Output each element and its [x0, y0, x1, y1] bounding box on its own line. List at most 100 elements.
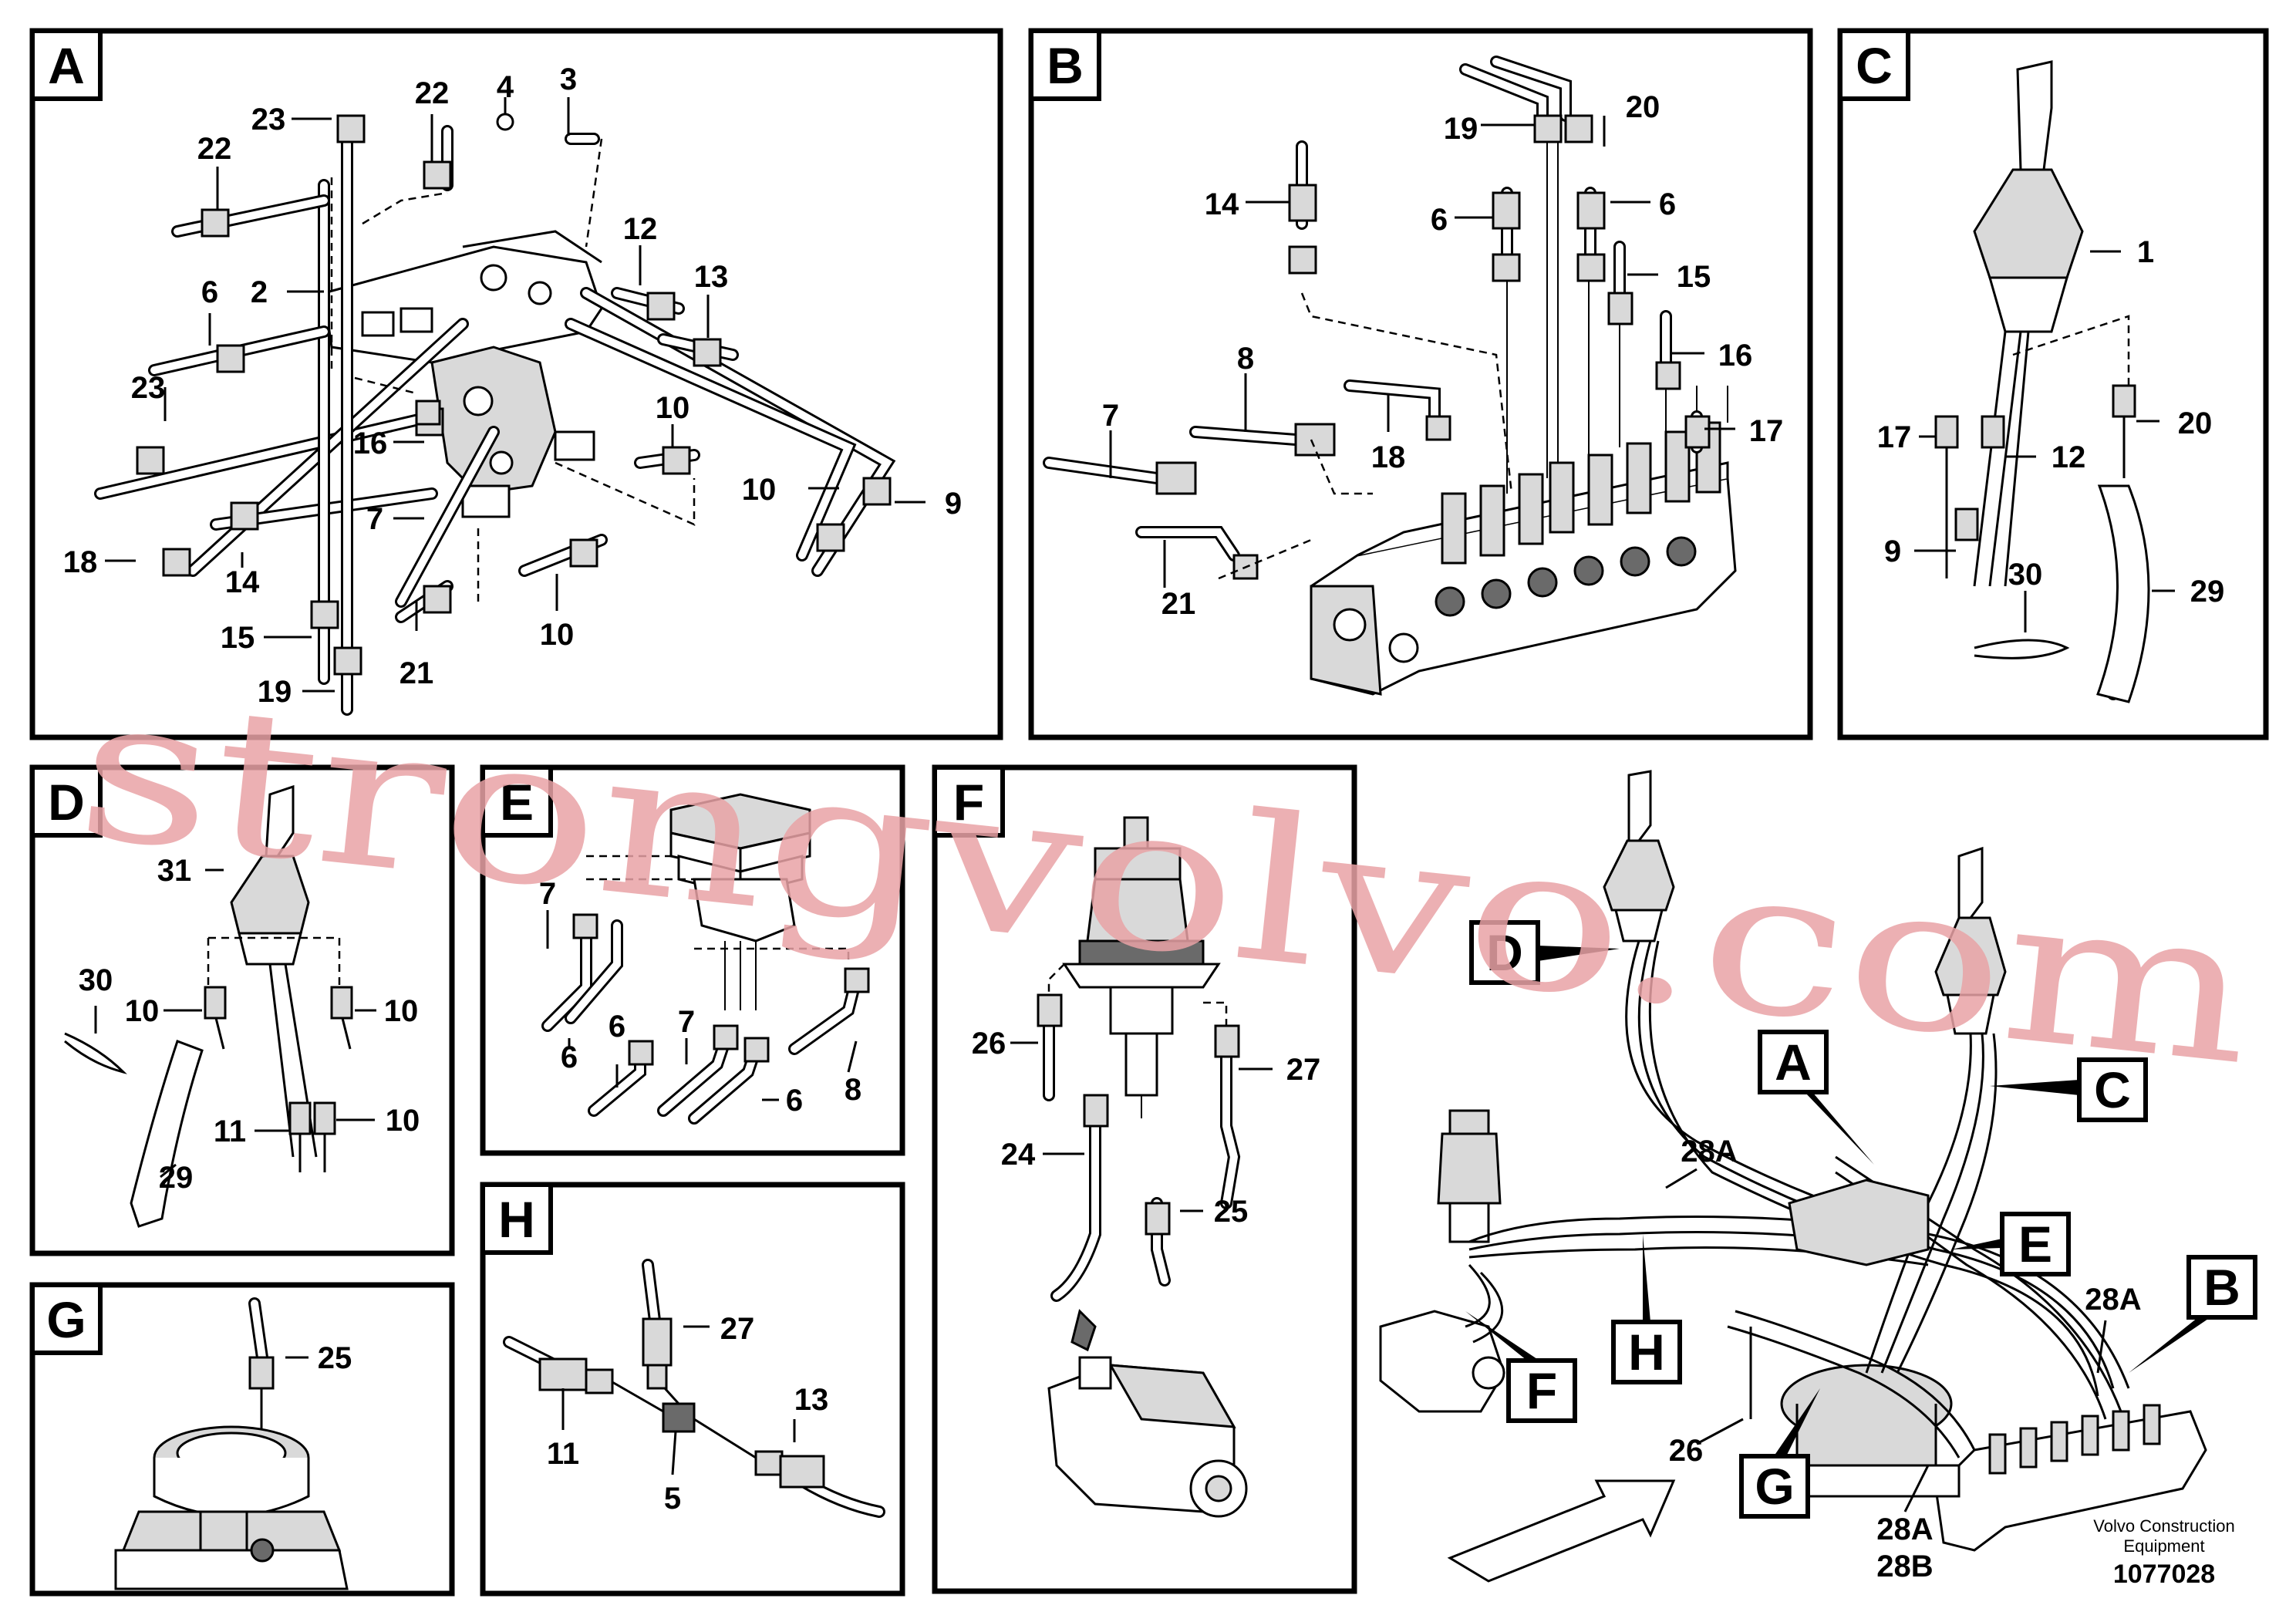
- panel-g: G 25: [29, 1282, 455, 1597]
- label-a-10: 23: [131, 371, 166, 405]
- overview-label-1: 28A: [1681, 1135, 1737, 1168]
- label-d-1: 31: [157, 854, 192, 888]
- svg-text:D: D: [1486, 924, 1523, 981]
- overview-tag-d: D: [1469, 920, 1620, 985]
- panel-c: C 1 17 20 12 9 30 29: [1837, 28, 2269, 740]
- label-b-1: 20: [1626, 90, 1660, 124]
- overview-tag-a: A: [1758, 1030, 1874, 1165]
- label-f-1: 26: [972, 1027, 1006, 1061]
- panel-h-tag: H: [498, 1191, 535, 1248]
- label-c-6: 30: [2008, 558, 2043, 592]
- panel-c-tag: C: [1856, 37, 1893, 94]
- document-number: 1077028: [2113, 1560, 2215, 1589]
- label-b-8: 8: [1237, 342, 1254, 376]
- label-f-4: 25: [1214, 1195, 1249, 1229]
- label-c-1: 1: [2137, 235, 2154, 269]
- label-b-9: 7: [1102, 399, 1119, 433]
- label-b-5: 6: [1659, 187, 1676, 221]
- label-c-7: 29: [2190, 575, 2225, 609]
- label-a-5: 3: [560, 62, 577, 96]
- label-d-5: 11: [214, 1114, 246, 1148]
- panel-d-tag: D: [48, 774, 85, 831]
- svg-text:G: G: [1755, 1458, 1794, 1515]
- label-a-11: 16: [353, 427, 388, 460]
- label-b-6: 15: [1677, 260, 1711, 294]
- label-a-16: 18: [63, 545, 98, 579]
- label-h-1: 27: [720, 1312, 755, 1346]
- overview-tag-e: E: [1951, 1212, 2071, 1276]
- label-b-12: 21: [1161, 587, 1196, 621]
- panel-b: B: [1028, 28, 1813, 740]
- label-c-4: 12: [2052, 440, 2086, 474]
- label-b-11: 17: [1749, 414, 1784, 448]
- label-c-3: 20: [2178, 406, 2213, 440]
- label-e-1: 7: [539, 877, 556, 911]
- svg-text:E: E: [2018, 1216, 2052, 1273]
- label-a-7: 12: [623, 212, 658, 246]
- label-a-17: 14: [225, 565, 260, 599]
- label-g-1: 25: [318, 1341, 352, 1375]
- label-d-6: 10: [386, 1104, 420, 1138]
- panel-a: A: [29, 28, 1003, 740]
- overview-assembly: D A C E H F B: [1379, 770, 2257, 1583]
- svg-text:A: A: [1775, 1034, 1812, 1091]
- label-c-2: 17: [1877, 420, 1912, 454]
- label-f-2: 27: [1286, 1053, 1321, 1087]
- overview-tag-h: H: [1611, 1234, 1682, 1384]
- credit-line-2: Equipment: [2123, 1536, 2204, 1556]
- overview-tag-c: C: [1990, 1057, 2148, 1122]
- label-e-3: 6: [609, 1010, 625, 1044]
- overview-label-2: 28A: [2085, 1283, 2141, 1317]
- label-d-2: 30: [79, 963, 113, 997]
- publisher-credit: Volvo Construction Equipment 1077028: [2093, 1516, 2234, 1589]
- label-h-4: 5: [664, 1482, 681, 1516]
- label-a-8: 13: [694, 260, 729, 294]
- label-b-10: 18: [1371, 440, 1406, 474]
- panel-d: D 31 30 10 10 11 10 29: [29, 764, 455, 1256]
- label-c-5: 9: [1884, 534, 1901, 568]
- label-a-21: 10: [540, 618, 575, 652]
- label-e-4: 7: [678, 1005, 695, 1039]
- panel-f: F 26 27 24 25: [932, 764, 1357, 1594]
- overview-tag-g: G: [1739, 1388, 1820, 1519]
- label-a-1: 23: [251, 103, 286, 137]
- label-f-3: 24: [1001, 1138, 1036, 1172]
- label-d-7: 29: [159, 1161, 194, 1195]
- label-h-2: 13: [794, 1383, 829, 1417]
- label-b-7: 16: [1718, 339, 1753, 373]
- panel-e-tag: E: [500, 774, 534, 831]
- label-b-3: 14: [1205, 187, 1239, 221]
- label-a-9: 6: [201, 275, 218, 309]
- label-a-4: 4: [497, 70, 514, 104]
- label-a-2: 22: [197, 132, 232, 166]
- label-h-3: 11: [547, 1437, 579, 1471]
- overview-label-3: 26: [1669, 1434, 1704, 1468]
- panel-e: E 7 6 6 7 6 8: [480, 764, 905, 1156]
- label-e-6: 8: [845, 1073, 861, 1107]
- label-b-2: 19: [1444, 112, 1478, 146]
- label-a-15: 7: [366, 502, 383, 536]
- label-d-4: 10: [384, 994, 419, 1028]
- label-b-4: 6: [1431, 203, 1448, 237]
- label-a-19: 19: [258, 675, 292, 709]
- label-e-5: 6: [786, 1084, 803, 1118]
- svg-text:H: H: [1628, 1324, 1665, 1381]
- overview-label-4: 28A: [1876, 1512, 1933, 1546]
- svg-text:B: B: [2203, 1259, 2240, 1316]
- credit-line-1: Volvo Construction: [2093, 1516, 2234, 1536]
- svg-text:C: C: [2094, 1061, 2131, 1118]
- panel-g-tag: G: [46, 1291, 86, 1348]
- panel-h: H 27 13 11 5: [480, 1182, 905, 1597]
- overview-tag-f: F: [1465, 1311, 1577, 1423]
- label-a-14: 9: [945, 487, 962, 521]
- label-a-12: 10: [656, 391, 690, 425]
- label-a-18: 15: [221, 621, 255, 655]
- panel-a-tag: A: [48, 37, 85, 94]
- label-a-20: 21: [400, 656, 434, 690]
- svg-text:F: F: [1526, 1362, 1557, 1419]
- panel-b-tag: B: [1047, 37, 1084, 94]
- label-a-13: 10: [742, 473, 777, 507]
- overview-label-5: 28B: [1876, 1549, 1933, 1583]
- overview-tag-b: B: [2129, 1255, 2257, 1373]
